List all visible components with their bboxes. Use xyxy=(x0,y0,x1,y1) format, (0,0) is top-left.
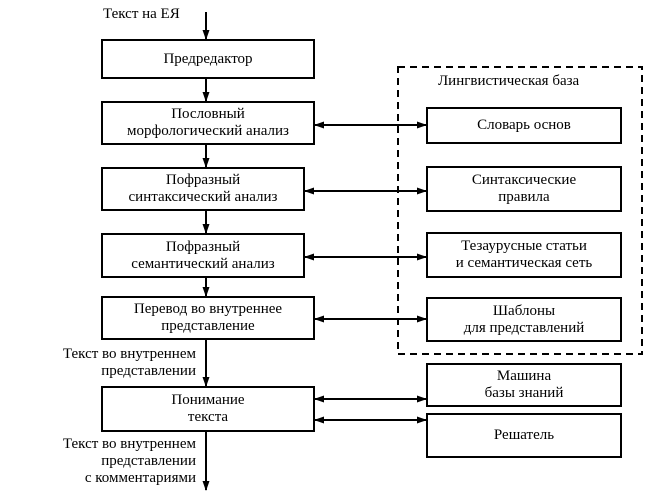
box-templates-line-1: Шаблоны xyxy=(492,302,556,319)
box-pre-editor-line-1: Предредактор xyxy=(163,50,253,67)
box-morph-line-2: морфологический анализ xyxy=(127,123,289,139)
intermediate-label: Текст во внутреннем представлении xyxy=(28,346,196,380)
intermediate-label-line-2: представлении xyxy=(101,363,196,379)
box-syntax-line-2: синтаксический анализ xyxy=(128,189,278,205)
box-templates-line-2: для представлений xyxy=(463,319,585,336)
box-pre-editor: Предредактор xyxy=(101,39,315,79)
box-stem-dictionary-line-1: Словарь основ xyxy=(477,117,571,133)
link-arrows xyxy=(304,121,427,424)
box-text-understanding: Понимание текста xyxy=(101,386,315,432)
box-solver-line-1: Решатель xyxy=(493,427,555,443)
box-solver: Решатель xyxy=(426,413,622,458)
linguistic-base-title: Лингвистическая база xyxy=(438,73,580,89)
intermediate-label-line-1: Текст во внутреннем xyxy=(62,346,196,362)
box-morphological-analysis: Пословный морфологический анализ xyxy=(101,101,315,145)
box-kb-machine-line-1: Машина xyxy=(496,368,552,384)
box-knowledge-base-machine: Машина базы знаний xyxy=(426,363,622,407)
box-stem-dictionary: Словарь основ xyxy=(426,107,622,144)
box-translate-line-1: Перевод во внутреннее xyxy=(133,301,283,317)
output-label-line-3: с комментариями xyxy=(84,470,196,486)
output-label: Текст во внутреннем представлении с комм… xyxy=(20,436,196,487)
box-syntactic-analysis: Пофразный синтаксический анализ xyxy=(101,167,305,211)
box-semantic-analysis: Пофразный семантический анализ xyxy=(101,233,305,278)
box-syntax-rules: Синтаксические правила xyxy=(426,166,622,212)
box-understand-line-2: текста xyxy=(187,409,229,425)
box-templates: Шаблоны для представлений xyxy=(426,297,622,342)
box-understand-line-1: Понимание xyxy=(171,392,245,408)
linguistic-base-frame xyxy=(397,66,643,355)
box-thesaurus-line-2: и семантическая сеть xyxy=(455,255,593,271)
box-syntax-rules-line-1: Синтаксические xyxy=(471,172,577,188)
box-thesaurus-line-1: Тезаурусные статьи xyxy=(461,238,587,254)
box-semantic-line-1: Пофразный xyxy=(165,238,241,255)
box-thesaurus: Тезаурусные статьи и семантическая сеть xyxy=(426,232,622,278)
output-label-line-2: представлении xyxy=(101,453,196,469)
box-syntax-rules-line-2: правила xyxy=(498,189,550,205)
box-kb-machine-line-2: базы знаний xyxy=(484,385,564,401)
box-morph-line-1: Пословный xyxy=(171,106,245,122)
box-internal-translation: Перевод во внутреннее представление xyxy=(101,296,315,340)
input-label: Текст на ЕЯ xyxy=(103,6,180,22)
box-semantic-line-2: семантический анализ xyxy=(131,255,275,272)
box-translate-line-2: представление xyxy=(161,318,255,334)
output-label-line-1: Текст во внутреннем xyxy=(62,436,196,452)
box-syntax-line-1: Пофразный xyxy=(165,172,241,188)
